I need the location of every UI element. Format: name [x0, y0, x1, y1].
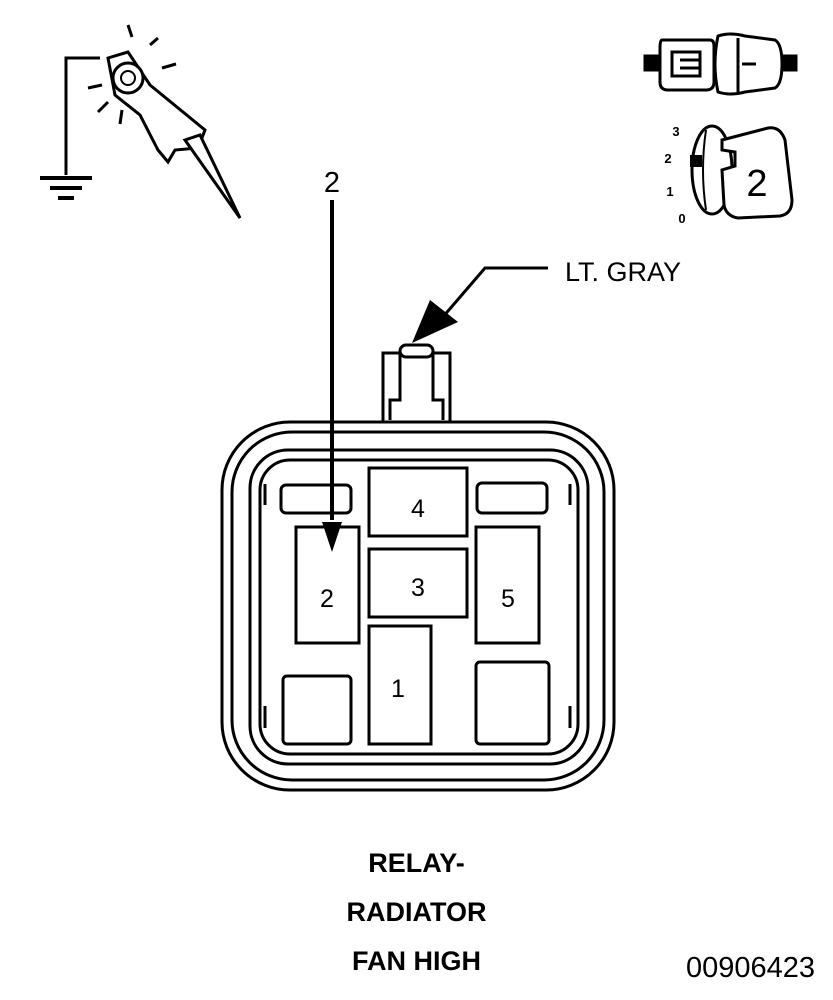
caption-line-2: RADIATOR — [346, 897, 487, 927]
ignition-position-0: 0 — [678, 211, 685, 226]
ignition-position-1: 1 — [666, 184, 673, 199]
test-light-icon — [40, 24, 242, 219]
cavity-1: 1 — [367, 624, 433, 746]
ignition-switch-icon: 2 3 2 1 0 — [664, 124, 794, 226]
figure-id: 00906423 — [685, 952, 815, 984]
cavity-2-label: 2 — [320, 585, 334, 613]
step-number-label: 2 — [324, 167, 340, 199]
cavity-3: 3 — [367, 547, 469, 619]
cavity-3-label: 3 — [411, 574, 425, 602]
ignition-key-label: 2 — [746, 163, 767, 205]
wire-color-leader — [412, 266, 548, 343]
connector-disconnect-icon — [643, 32, 798, 96]
cavity-5-label: 5 — [501, 585, 515, 613]
cavity-2: 2 — [294, 525, 361, 645]
probe-arrow — [322, 200, 342, 552]
caption-line-3: FAN HIGH — [351, 946, 481, 976]
ignition-position-2: 2 — [664, 151, 671, 166]
cavity-1-label: 1 — [391, 675, 405, 703]
cavity-4-label: 4 — [411, 495, 425, 523]
cavity-4: 4 — [367, 466, 469, 538]
caption-line-1: RELAY- — [368, 848, 465, 878]
cavity-5: 5 — [474, 525, 541, 645]
wire-color-label: LT. GRAY — [565, 257, 681, 287]
ignition-position-3: 3 — [672, 124, 679, 139]
